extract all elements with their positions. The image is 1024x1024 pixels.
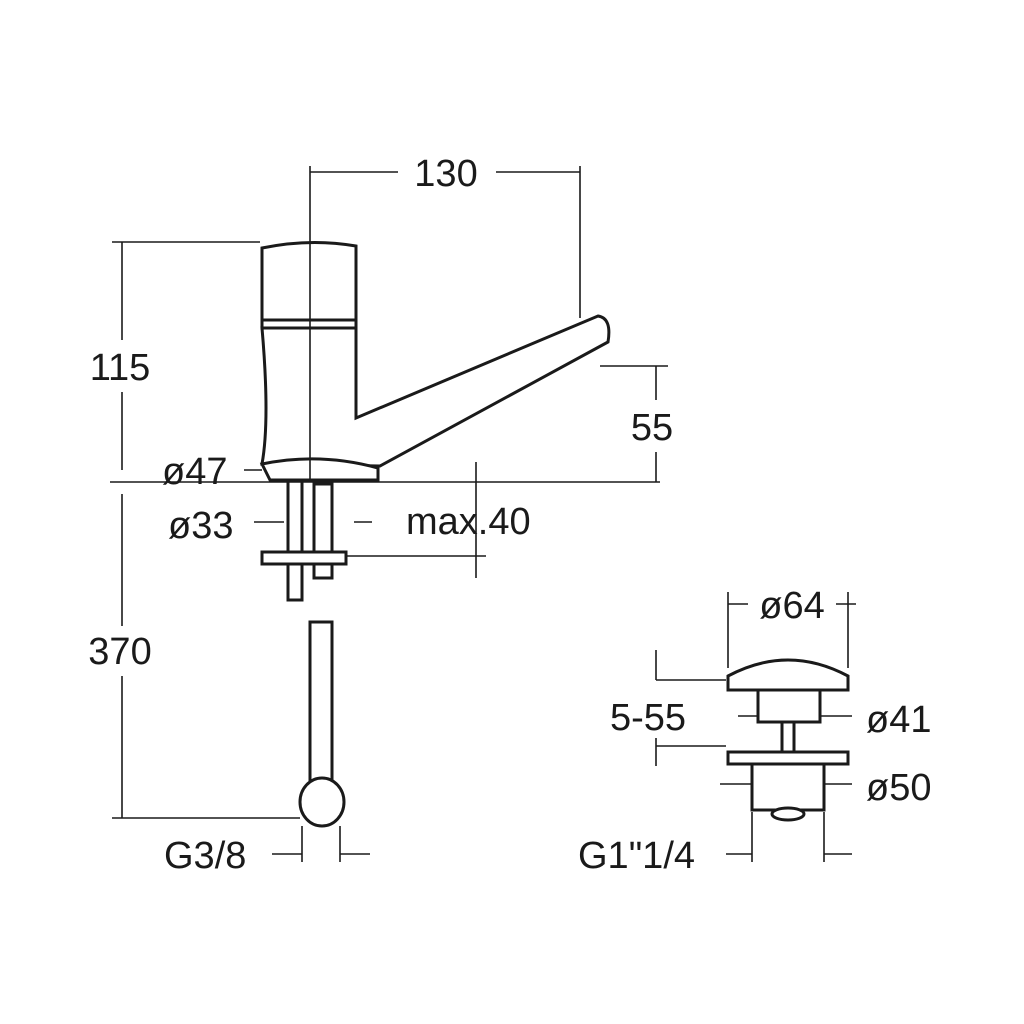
dim-g38: G3/8	[164, 826, 370, 877]
waste-cap	[726, 658, 850, 692]
dim-370: 370	[88, 494, 300, 819]
dim-g114: G1"1/4	[578, 812, 852, 877]
flexible-hose	[308, 620, 334, 784]
label-dia-41: ø41	[866, 699, 931, 741]
dim-115: 115	[90, 241, 260, 470]
dim-max-40: max.40	[346, 462, 531, 578]
label-370: 370	[88, 631, 151, 673]
waste-outlet	[770, 806, 806, 822]
label-5-55: 5-55	[610, 697, 686, 739]
label-130: 130	[414, 153, 477, 195]
dim-dia-33: ø33	[168, 505, 372, 547]
mounting-stud	[286, 478, 304, 602]
dim-dia-47: ø47	[162, 451, 262, 493]
waste-flange	[726, 750, 850, 766]
tap-body	[260, 314, 611, 468]
tap-handle	[260, 240, 358, 330]
hose-connector	[298, 776, 346, 828]
label-115: 115	[90, 347, 151, 389]
label-55: 55	[631, 407, 673, 449]
dim-130: 130	[309, 153, 581, 480]
dim-dia-64: ø64	[727, 585, 856, 668]
mounting-plate	[260, 550, 348, 566]
waste-drawing	[726, 658, 850, 822]
dim-dia-41: ø41	[738, 699, 931, 741]
label-dia-50: ø50	[866, 767, 931, 809]
waste-lower-body	[750, 762, 826, 812]
label-dia-47: ø47	[162, 451, 227, 493]
label-max-40: max.40	[406, 501, 531, 543]
label-dia-64: ø64	[759, 585, 824, 627]
tap-drawing	[259, 240, 611, 828]
label-dia-33: ø33	[168, 505, 233, 547]
tap-base	[259, 457, 380, 482]
label-g114: G1"1/4	[578, 835, 695, 877]
dim-5-55: 5-55	[610, 650, 726, 766]
dim-55: 55	[600, 365, 673, 482]
dim-dia-50: ø50	[720, 767, 931, 809]
waste-spindle	[780, 720, 796, 754]
label-g38: G3/8	[164, 835, 246, 877]
waste-top-body	[756, 688, 822, 724]
